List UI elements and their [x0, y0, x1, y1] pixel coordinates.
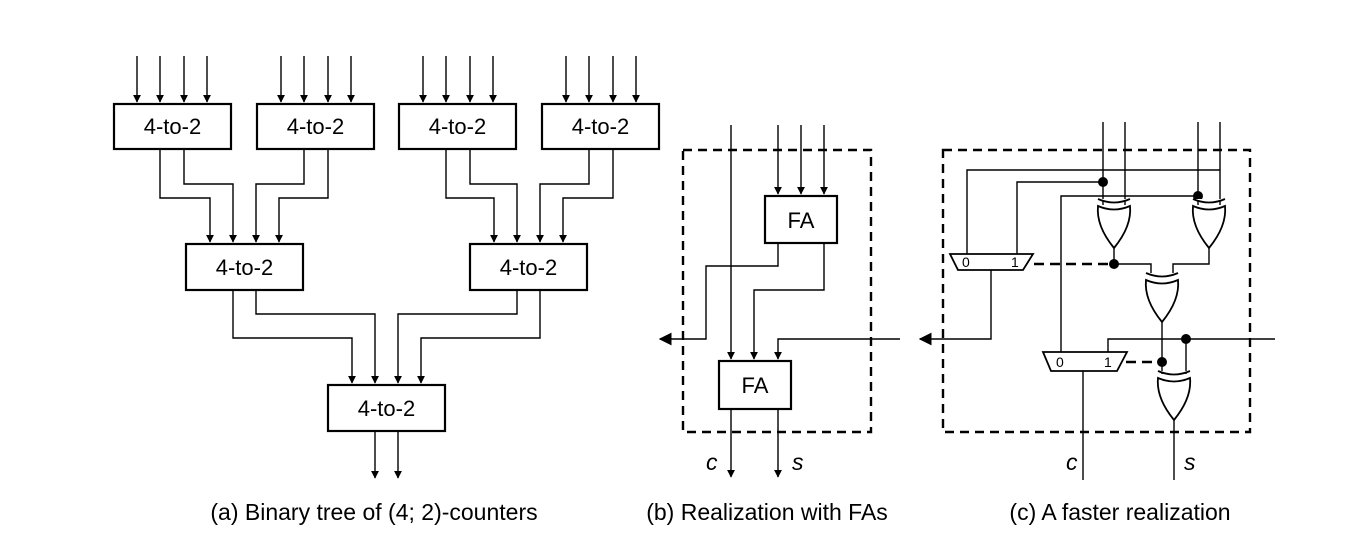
mux-pin-1: 1 — [1104, 354, 1112, 370]
counter-box-l1-1: 4-to-2 — [112, 102, 233, 151]
panel-c-carry-output-label: c — [1066, 449, 1078, 475]
mux-pin-0: 0 — [1056, 354, 1064, 370]
panel-b-caption: (b) Realization with FAs — [646, 499, 888, 525]
junction-dot — [1098, 177, 1108, 187]
panel-a-input-arrows — [133, 56, 640, 103]
counter-box-root: 4-to-2 — [326, 383, 447, 433]
panel-c-faster-realization: 0 1 0 1 c s (c) — [918, 122, 1275, 525]
panel-c-caption: (c) A faster realization — [1009, 499, 1230, 525]
counter-box-l2-2: 4-to-2 — [468, 242, 589, 292]
xor-gate-3 — [1144, 272, 1180, 323]
counter-box-l1-4: 4-to-2 — [540, 102, 661, 151]
panel-a-output-arrows — [371, 431, 402, 479]
panel-b-boundary — [681, 148, 873, 434]
panel-b-sum-output-label: s — [792, 449, 804, 475]
junction-dot — [1157, 357, 1167, 367]
panel-b-fa-realization: FA FA c s (b) Realization with FAs — [646, 125, 900, 525]
xor-gate-2 — [1191, 198, 1227, 249]
counter-box-l2-1: 4-to-2 — [184, 242, 305, 292]
counter-label: 4-to-2 — [287, 114, 344, 139]
counter-box-l1-3: 4-to-2 — [397, 102, 518, 151]
xor-gate-4 — [1156, 370, 1192, 421]
fa-label: FA — [788, 208, 815, 233]
panel-b-carry-output-label: c — [706, 449, 718, 475]
counter-label: 4-to-2 — [572, 114, 629, 139]
counter-label: 4-to-2 — [500, 255, 557, 280]
panel-a-caption: (a) Binary tree of (4; 2)-counters — [210, 499, 537, 525]
mux-pin-0: 0 — [962, 254, 970, 270]
panel-c-boundary — [941, 148, 1252, 434]
full-adder-bottom: FA — [717, 359, 793, 411]
junction-dot — [1109, 259, 1119, 269]
mux-pin-1: 1 — [1011, 254, 1019, 270]
counter-label: 4-to-2 — [429, 114, 486, 139]
panel-a-binary-tree: 4-to-2 4-to-2 4-to-2 4-to-2 4 — [112, 56, 661, 525]
panel-a-wires-l2-l3 — [232, 290, 541, 384]
xor-gate-1 — [1096, 198, 1132, 249]
counter-label: 4-to-2 — [358, 396, 415, 421]
junction-dot — [1193, 191, 1203, 201]
counter-label: 4-to-2 — [216, 255, 273, 280]
panel-c-sum-output-label: s — [1184, 449, 1196, 475]
panel-a-wires-l1-l2 — [159, 149, 614, 243]
counter-box-l1-2: 4-to-2 — [255, 102, 376, 151]
full-adder-top: FA — [763, 194, 839, 245]
counter-label: 4-to-2 — [144, 114, 201, 139]
fa-label: FA — [742, 373, 769, 398]
mux-2: 0 1 — [1041, 351, 1129, 372]
mux-1: 0 1 — [948, 253, 1035, 271]
